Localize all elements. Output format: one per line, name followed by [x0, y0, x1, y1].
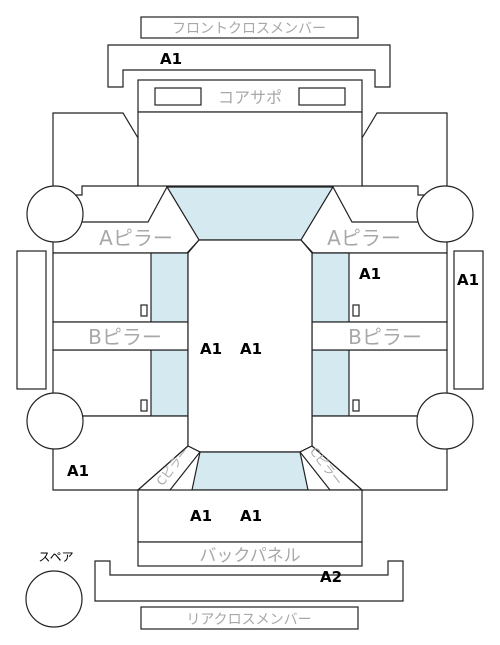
right-front-fender [361, 112, 448, 196]
left-rear-window [150, 349, 189, 417]
trunk-lid [137, 489, 363, 543]
left-front-fender [52, 112, 139, 196]
grade-rear-cross-member: A2 [320, 568, 342, 586]
grade-roof-left: A1 [200, 340, 222, 358]
grade-right-side-panel: A1 [457, 271, 479, 289]
left-front-door-handle [140, 304, 148, 317]
left-rear-door-handle [140, 399, 148, 412]
right-side-sill [453, 250, 484, 390]
core-support-right-slot [298, 87, 346, 106]
left-b-pillar-shape [52, 321, 189, 351]
back-panel [137, 541, 363, 567]
front-cross-member-label: フロントクロスメンバー [172, 21, 326, 37]
left-front-tire [26, 185, 84, 243]
a-pillar-right-label: Aピラー [327, 226, 401, 250]
back-panel-label: バックパネル [199, 546, 300, 566]
right-front-window [311, 252, 350, 323]
spare-tire [25, 570, 83, 628]
grade-front-cross-member: A1 [160, 50, 182, 68]
b-pillar-left-label: Bピラー [88, 325, 162, 349]
left-rear-tire [26, 392, 84, 450]
grade-roof-right: A1 [240, 340, 262, 358]
hood [137, 111, 363, 187]
core-support-label: コアサポ [218, 88, 282, 107]
rear-bumper-outline [94, 560, 404, 602]
spare-label: スペア [38, 550, 73, 564]
right-rear-tire [416, 392, 474, 450]
grade-left-rear-fender: A1 [67, 462, 89, 480]
rear-cross-member-box [140, 606, 359, 630]
rear-cross-member-label: リアクロスメンバー [186, 612, 311, 628]
front-cross-member-box [140, 16, 359, 39]
a-pillar-left-label: Aピラー [99, 226, 173, 250]
right-front-tire [416, 185, 474, 243]
right-rear-window [311, 349, 350, 417]
grade-right-front-door: A1 [359, 265, 381, 283]
grade-trunk-left: A1 [190, 507, 212, 525]
grade-trunk-right: A1 [240, 507, 262, 525]
b-pillar-right-label: Bピラー [348, 325, 422, 349]
right-rear-door-handle [352, 399, 360, 412]
right-front-door-handle [352, 304, 360, 317]
left-side-sill [16, 250, 47, 390]
left-front-window [150, 252, 189, 323]
front-bumper-outline [107, 44, 391, 88]
rear-window [191, 451, 309, 491]
core-support-left-slot [154, 87, 202, 106]
